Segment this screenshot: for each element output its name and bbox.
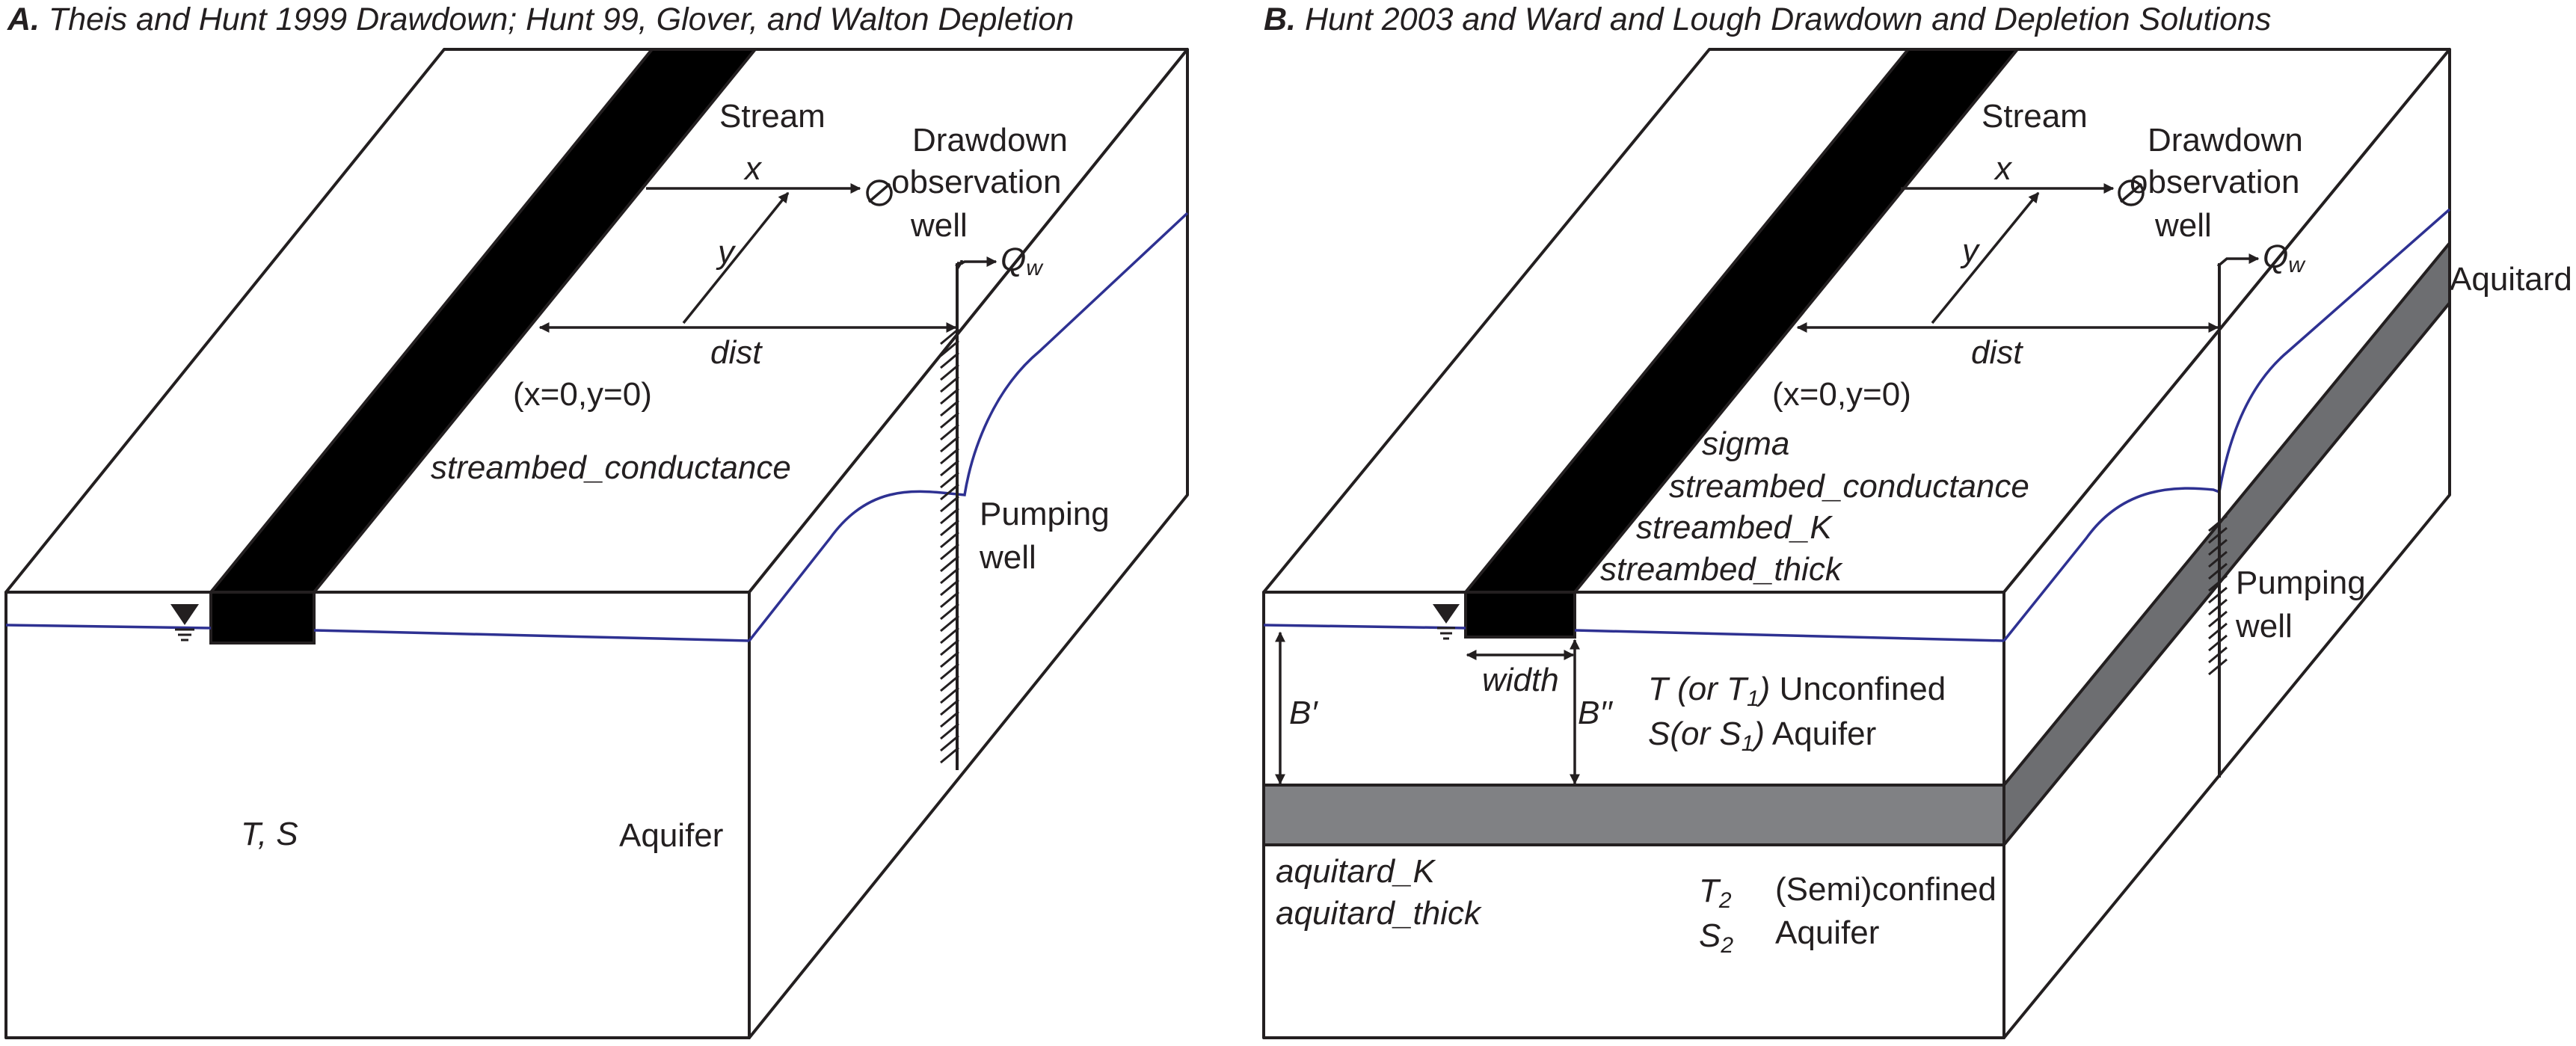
panel-b-stream-channel xyxy=(1464,591,1576,639)
panel-a-y-label: y xyxy=(716,234,737,271)
panel-b-obs-line3: well xyxy=(2154,207,2212,244)
panel-a-observation-well-symbol xyxy=(866,179,893,206)
panel-a-title: A. Theis and Hunt 1999 Drawdown; Hunt 99… xyxy=(7,1,1074,37)
panel-a: A. Theis and Hunt 1999 Drawdown; Hunt 99… xyxy=(4,1,1189,1039)
panel-b-y-label: y xyxy=(1960,233,1981,269)
panel-b-qw-label: Qw xyxy=(2263,239,2306,277)
panel-a-water-table-side xyxy=(748,212,1189,642)
panel-b-origin-label: (x=0,y=0) xyxy=(1772,376,1911,413)
panel-b-discharge-arrow xyxy=(2216,253,2260,268)
panel-b-y-arrow xyxy=(1931,191,2040,324)
panel-a-stream-channel xyxy=(209,591,316,644)
panel-b-streambed-k: streambed_K xyxy=(1636,509,1833,546)
panel-a-streambed-conductance: streambed_conductance xyxy=(431,449,791,486)
panel-a-well-screen xyxy=(940,327,959,764)
panel-a-obs-line1: Drawdown xyxy=(912,122,1068,159)
panel-b-aquitard-front xyxy=(1262,784,2005,846)
panel-b-t-unconfined: T (or T1) Unconfined xyxy=(1648,671,1946,711)
panel-b-title: B. Hunt 2003 and Ward and Lough Drawdown… xyxy=(1264,1,2271,37)
panel-b-well-screen xyxy=(2208,514,2228,676)
panel-a-origin-label: (x=0,y=0) xyxy=(513,376,652,413)
panel-b-aquitard-thick: aquitard_thick xyxy=(1276,895,1482,932)
panel-b: B. Hunt 2003 and Ward and Lough Drawdown… xyxy=(1262,1,2572,1039)
panel-b-observation-well-symbol xyxy=(2118,179,2145,206)
panel-a-aquifer-label: Aquifer xyxy=(619,817,723,854)
panel-b-dist-label: dist xyxy=(1971,334,2023,371)
panel-b-streambed-conductance: streambed_conductance xyxy=(1669,468,2029,505)
panel-b-semiconfined: (Semi)confined xyxy=(1775,871,1996,908)
panel-b-aquitard-side xyxy=(2002,241,2451,846)
panel-b-bprime-label: B′ xyxy=(1289,695,1318,731)
panel-a-stream-label: Stream xyxy=(719,98,826,135)
panel-a-pumping-line1: Pumping xyxy=(980,496,1110,532)
panel-a-obs-line2: observation xyxy=(891,164,1061,200)
panel-b-s2: S2 xyxy=(1699,917,1733,958)
panel-b-width-label: width xyxy=(1482,662,1559,698)
panel-a-side-face xyxy=(748,48,1189,1039)
panel-a-qw-label: Qw xyxy=(1000,241,1044,280)
panel-b-aquifer2: Aquifer xyxy=(1775,914,1879,951)
panel-b-obs-line1: Drawdown xyxy=(2148,122,2303,159)
panel-a-ts-label: T, S xyxy=(241,816,298,852)
panel-b-t2: T2 xyxy=(1699,873,1732,913)
panel-b-obs-line2: observation xyxy=(2130,164,2299,200)
panel-a-water-table-front xyxy=(5,624,750,642)
panel-b-pumping-line1: Pumping xyxy=(2236,564,2366,601)
panel-b-s-aquifer: S(or S1) Aquifer xyxy=(1648,716,1876,756)
panel-b-pumping-line2: well xyxy=(2235,608,2293,644)
panel-a-y-arrow xyxy=(682,191,790,324)
panel-b-stream-label: Stream xyxy=(1982,98,2088,135)
panel-b-water-table-front xyxy=(1263,624,2005,642)
panel-b-aquitard-label: Aquitard xyxy=(2450,261,2572,298)
panel-a-dist-label: dist xyxy=(710,334,763,371)
water-table-symbol xyxy=(170,604,199,642)
panel-b-streambed-thick: streambed_thick xyxy=(1600,551,1843,588)
panel-b-aquitard-k: aquitard_K xyxy=(1276,853,1436,890)
panel-b-bdprime-label: B′′ xyxy=(1578,695,1614,731)
panel-a-x-label: x xyxy=(743,150,763,187)
panel-b-x-label: x xyxy=(1994,150,2013,187)
panel-a-pumping-line2: well xyxy=(979,539,1036,576)
panel-b-water-table-side xyxy=(2002,208,2451,642)
panel-a-obs-line3: well xyxy=(910,207,968,244)
water-table-symbol-b xyxy=(1433,604,1460,640)
panel-a-front-face xyxy=(4,591,751,1039)
panel-b-sigma: sigma xyxy=(1702,425,1789,462)
